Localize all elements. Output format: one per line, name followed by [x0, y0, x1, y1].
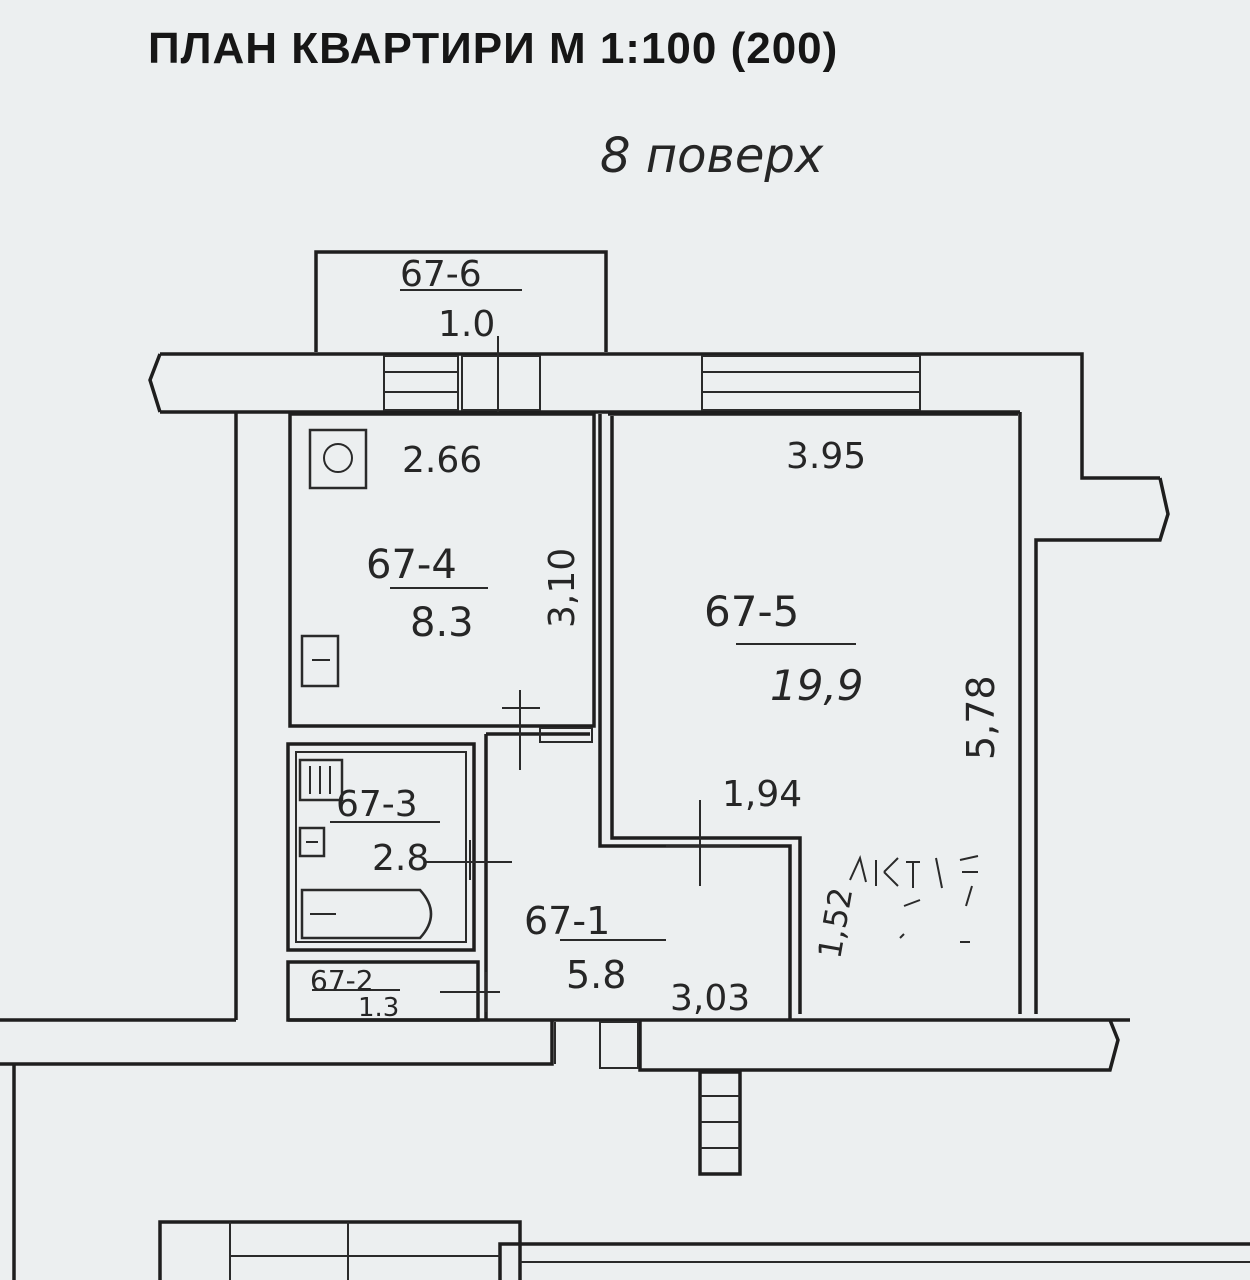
stair-shaft — [698, 1070, 742, 1176]
dim-hall-inner: 1,94 — [722, 774, 802, 815]
bathroom-walls — [286, 742, 476, 952]
room-area-living: 19,9 — [770, 661, 864, 710]
room-id-kitchen: 67-4 — [366, 542, 457, 588]
dim-kitchen-width: 2.66 — [402, 440, 482, 481]
dim-kitchen-depth: 3,10 — [542, 548, 583, 628]
room-area-hall: 5.8 — [566, 953, 626, 997]
room-id-toilet: 67-2 — [310, 964, 374, 997]
scribble-marks — [849, 854, 979, 943]
balcony-outline — [314, 250, 608, 352]
room-area-bathroom: 2.8 — [372, 838, 429, 879]
window-kitchen — [383, 355, 459, 411]
stove-icon — [308, 428, 368, 490]
room-area-toilet: 1.3 — [358, 993, 399, 1023]
boiler-icon — [298, 758, 344, 802]
outer-wall-top — [160, 352, 1160, 480]
plan-title: ПЛАН КВАРТИРИ М 1:100 (200) — [148, 24, 839, 73]
dim-living-width: 3.95 — [786, 436, 866, 477]
dim-hall-width: 3,03 — [670, 978, 750, 1019]
dim-living-depth: 5,78 — [959, 675, 1003, 760]
outer-wall-break-left — [148, 353, 162, 413]
living-partition — [598, 414, 792, 1020]
window-living — [701, 355, 921, 411]
entrance-door — [599, 1021, 639, 1069]
corridor-top-right — [638, 1019, 1120, 1072]
sink-icon — [300, 634, 340, 688]
lower-block-right — [498, 1242, 1250, 1280]
room-area-kitchen: 8.3 — [410, 600, 474, 646]
balcony-door — [461, 355, 541, 411]
dim-hall-side: 1,52 — [810, 885, 860, 962]
floor-note: 8 поверх — [600, 128, 824, 184]
living-partition-inner — [610, 416, 802, 1014]
room-id-living: 67-5 — [704, 587, 799, 636]
lower-block-left — [158, 1220, 522, 1280]
kitchen-walls — [288, 412, 596, 728]
room-id-hall: 67-1 — [524, 899, 610, 943]
room-id-balcony: 67-6 — [400, 254, 482, 295]
outer-wall-right — [1034, 477, 1170, 1014]
bathtub-icon — [300, 888, 433, 940]
room-area-balcony: 1.0 — [438, 304, 495, 345]
washbasin-icon — [298, 826, 326, 858]
corridor-top-left — [0, 1020, 554, 1066]
room-id-bathroom: 67-3 — [336, 784, 418, 825]
